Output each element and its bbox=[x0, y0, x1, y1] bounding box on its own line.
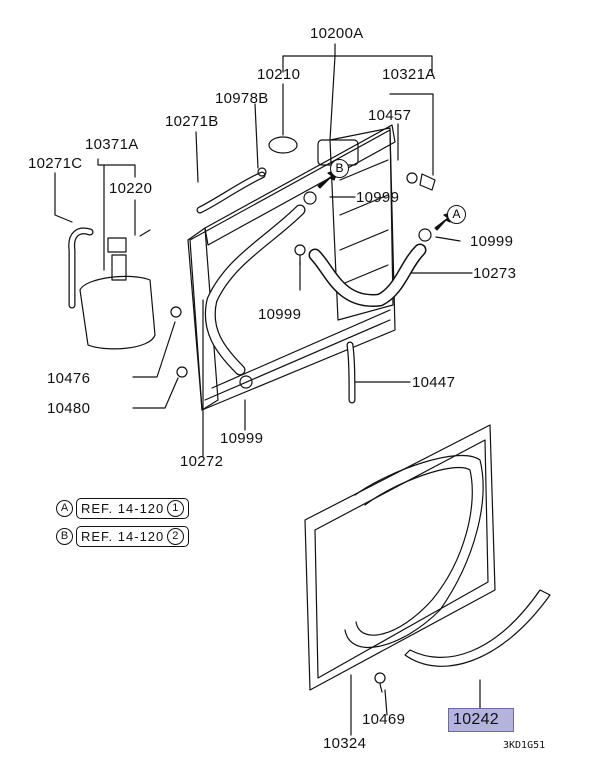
ref-text: REF. 14-120 bbox=[81, 529, 165, 544]
label-10476: 10476 bbox=[47, 370, 91, 387]
label-10321A: 10321A bbox=[382, 66, 436, 83]
reference-b[interactable]: B REF. 14-120 2 bbox=[56, 526, 190, 547]
ref-num: 1 bbox=[167, 500, 185, 517]
label-10978B: 10978B bbox=[215, 90, 269, 107]
label-10469: 10469 bbox=[362, 711, 406, 728]
reference-a[interactable]: A REF. 14-120 1 bbox=[56, 498, 190, 519]
label-10242-highlighted[interactable]: 10242 bbox=[448, 708, 514, 732]
reservoir-tank bbox=[79, 229, 156, 350]
diagram-code: 3KD1G51 bbox=[503, 740, 546, 751]
label-10447: 10447 bbox=[412, 374, 456, 391]
label-10324: 10324 bbox=[323, 735, 367, 752]
label-10999-a: 10999 bbox=[356, 189, 400, 206]
label-10271C: 10271C bbox=[28, 155, 83, 172]
label-10999-b: 10999 bbox=[470, 233, 514, 250]
flow-marker-a: A bbox=[447, 205, 466, 224]
label-10220: 10220 bbox=[109, 180, 153, 197]
flow-marker-b: B bbox=[330, 159, 349, 178]
fan-shroud bbox=[304, 424, 551, 691]
radiator-assembly bbox=[187, 124, 396, 411]
label-10272: 10272 bbox=[180, 453, 224, 470]
ref-box: REF. 14-120 2 bbox=[76, 526, 190, 547]
fittings bbox=[170, 136, 436, 693]
label-10273: 10273 bbox=[473, 265, 517, 282]
label-10371A: 10371A bbox=[85, 136, 139, 153]
label-10457: 10457 bbox=[368, 107, 412, 124]
ref-box: REF. 14-120 1 bbox=[76, 498, 190, 519]
label-10271B: 10271B bbox=[165, 113, 219, 130]
ref-letter: B bbox=[56, 528, 73, 545]
leader-lines bbox=[54, 43, 481, 736]
label-10210: 10210 bbox=[257, 66, 301, 83]
ref-letter: A bbox=[56, 500, 73, 517]
ref-text: REF. 14-120 bbox=[81, 501, 165, 516]
ref-num: 2 bbox=[167, 528, 185, 545]
label-10999-d: 10999 bbox=[220, 430, 264, 447]
label-10480: 10480 bbox=[47, 400, 91, 417]
hoses bbox=[68, 171, 427, 404]
label-10200A: 10200A bbox=[310, 25, 364, 42]
label-10999-c: 10999 bbox=[258, 306, 302, 323]
